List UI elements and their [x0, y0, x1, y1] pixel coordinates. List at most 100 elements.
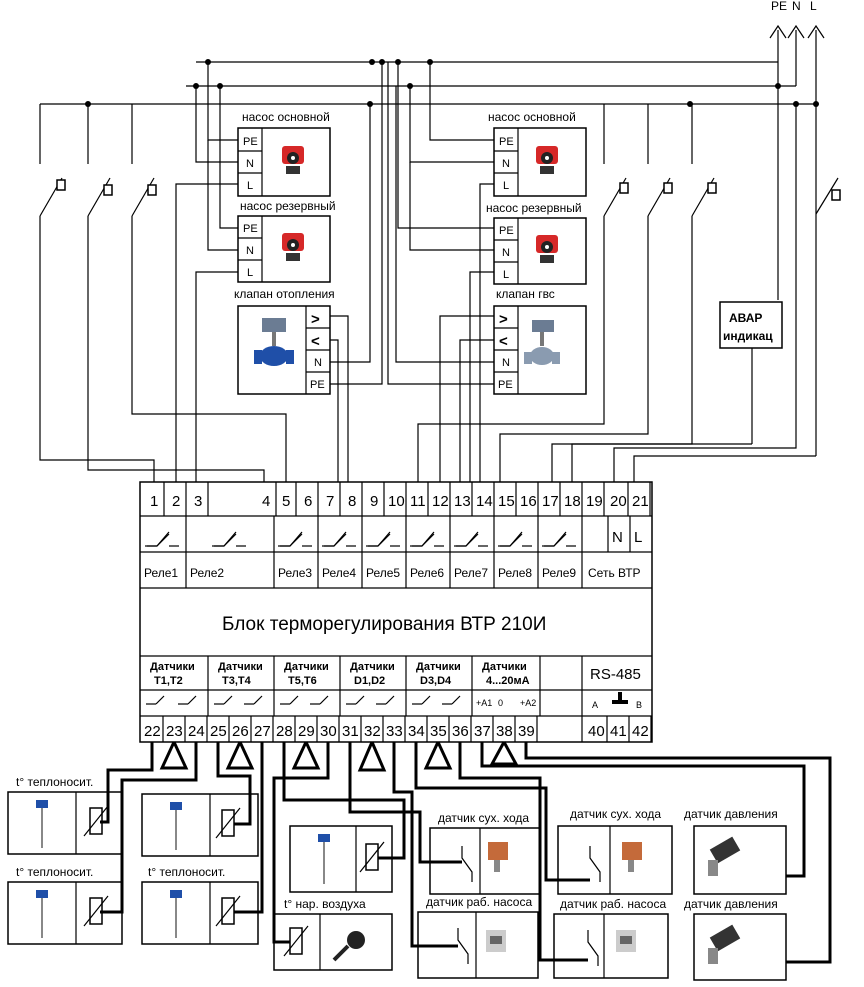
top-terminal: 20: [610, 493, 627, 510]
dry-run-1-label: датчик сух. хода: [438, 811, 529, 825]
sensor-group-line1: Датчики: [416, 661, 461, 673]
sensor-dry-run-1: датчик сух. хода: [429, 811, 541, 895]
controller-title: Блок терморегулирования ВТР 210И: [222, 614, 546, 635]
sensor-t1-label: t° теплоносит.: [16, 775, 93, 789]
bottom-terminal: 29: [298, 723, 315, 740]
sensor-group-line1: Датчики: [284, 661, 329, 673]
pump-icon: [282, 146, 304, 174]
top-terminal: 7: [326, 493, 334, 510]
top-terminal: 6: [304, 493, 312, 510]
device-wiring: [39, 62, 816, 482]
switch-icon: [622, 842, 642, 872]
sensor-group-row: ДатчикиТ1,Т2ДатчикиТ3,Т4ДатчикиТ5,Т6Датч…: [146, 656, 642, 742]
top-terminal: 13: [454, 493, 471, 510]
relay-label: Реле5: [366, 566, 400, 580]
bottom-terminal: 23: [166, 723, 183, 740]
pin-pe: PE: [499, 136, 514, 148]
pressure-sensor-icon: [708, 836, 741, 876]
bottom-terminal: 28: [276, 723, 293, 740]
top-terminal: 18: [564, 493, 581, 510]
pin-n: N: [314, 357, 322, 369]
top-terminal: 1: [150, 493, 158, 510]
top-terminal: 5: [282, 493, 290, 510]
bottom-terminal: 35: [430, 723, 447, 740]
alarm-line2: индикац: [723, 329, 773, 343]
bottom-terminal: 25: [210, 723, 227, 740]
sensor-group-line2: Т1,Т2: [154, 675, 183, 687]
sensor-pump-work-2: датчик раб. насоса: [553, 897, 669, 979]
sensor-dry-run-2: датчик сух. хода: [557, 807, 673, 895]
top-terminal: 14: [476, 493, 493, 510]
analog-mark: 0: [498, 698, 503, 708]
sensor-pressure-2: датчик давления: [684, 897, 787, 981]
pump-work-1-label: датчик раб. насоса: [426, 895, 532, 909]
valve-hot-water: клапан гвс > < N PE: [493, 287, 587, 395]
relay-label: Реле9: [542, 566, 576, 580]
top-terminal: 16: [520, 493, 537, 510]
top-terminal: 19: [586, 493, 603, 510]
pin-n: N: [502, 357, 510, 369]
analog-mark: +A2: [520, 698, 536, 708]
thermometer-icon: [36, 800, 48, 848]
rs485-a: A: [592, 700, 598, 710]
thermometer-icon: [36, 890, 48, 938]
sensor-pump-work-1: датчик раб. насоса: [417, 895, 539, 979]
switch-icon: [486, 930, 506, 952]
right-breakers: [603, 104, 841, 456]
rs485-b: B: [636, 700, 642, 710]
pin-pe: PE: [499, 225, 514, 237]
bottom-terminal: 22: [144, 723, 161, 740]
rs485-label: RS-485: [590, 666, 641, 683]
top-terminal: 9: [370, 493, 378, 510]
sensor-t2: t° теплоносит.: [7, 865, 123, 945]
pump-main-right-title: насос основной: [488, 110, 576, 124]
pin-l: L: [247, 180, 253, 192]
pump-main-left-title: насос основной: [242, 110, 330, 124]
bottom-terminal: 27: [254, 723, 271, 740]
pressure-sensor-icon: [708, 924, 741, 964]
sensor-group-line1: Датчики: [150, 661, 195, 673]
sensor-group-line2: Т5,Т6: [288, 675, 317, 687]
sensor-group-line1: Датчики: [218, 661, 263, 673]
alarm-indicator: АВАР индикац: [719, 301, 783, 444]
valve-hot-water-title: клапан гвс: [496, 287, 555, 301]
valve-heating-title: клапан отопления: [234, 287, 335, 301]
sensor-t2-label: t° теплоносит.: [16, 865, 93, 879]
power-label: Сеть ВТР: [588, 566, 641, 580]
pump-reserve-left-title: насос резервный: [240, 199, 336, 213]
sensor-outdoor: t° нар. воздуха: [273, 825, 393, 971]
sensor-group-line2: D3,D4: [420, 675, 452, 687]
bottom-terminal: 32: [364, 723, 381, 740]
pump-work-2-label: датчик раб. насоса: [560, 897, 666, 911]
bottom-terminal: 39: [518, 723, 535, 740]
thermometer-icon: [170, 802, 182, 850]
valve-icon: [254, 318, 294, 366]
pin-pe: PE: [310, 379, 325, 391]
pin-l: L: [503, 180, 509, 192]
switch-icon: [488, 842, 508, 872]
pump-reserve-right: насос резервный PE N L: [486, 201, 587, 285]
top-terminal: 21: [632, 493, 649, 510]
pump-icon: [536, 146, 558, 174]
valve-heating: клапан отопления > < N PE: [234, 287, 335, 395]
top-terminal: 4: [262, 493, 270, 510]
pump-icon: [536, 235, 558, 263]
top-terminal: 15: [498, 493, 515, 510]
relay-label: Реле2: [190, 566, 224, 580]
analog-mark: +A1: [476, 698, 492, 708]
top-terminal: 2: [172, 493, 180, 510]
bottom-terminal: 36: [452, 723, 469, 740]
bottom-terminal: 34: [408, 723, 425, 740]
sensor-group-line2: 4...20мА: [486, 675, 530, 687]
pin-n: N: [502, 247, 510, 259]
supply-buses: PE N L: [40, 0, 825, 300]
pin-n: N: [502, 158, 510, 170]
power-n: N: [612, 529, 623, 546]
pin-pe: PE: [243, 136, 258, 148]
thermometer-icon: [318, 834, 330, 884]
left-breakers: [39, 104, 157, 436]
valve-icon: [524, 320, 560, 365]
